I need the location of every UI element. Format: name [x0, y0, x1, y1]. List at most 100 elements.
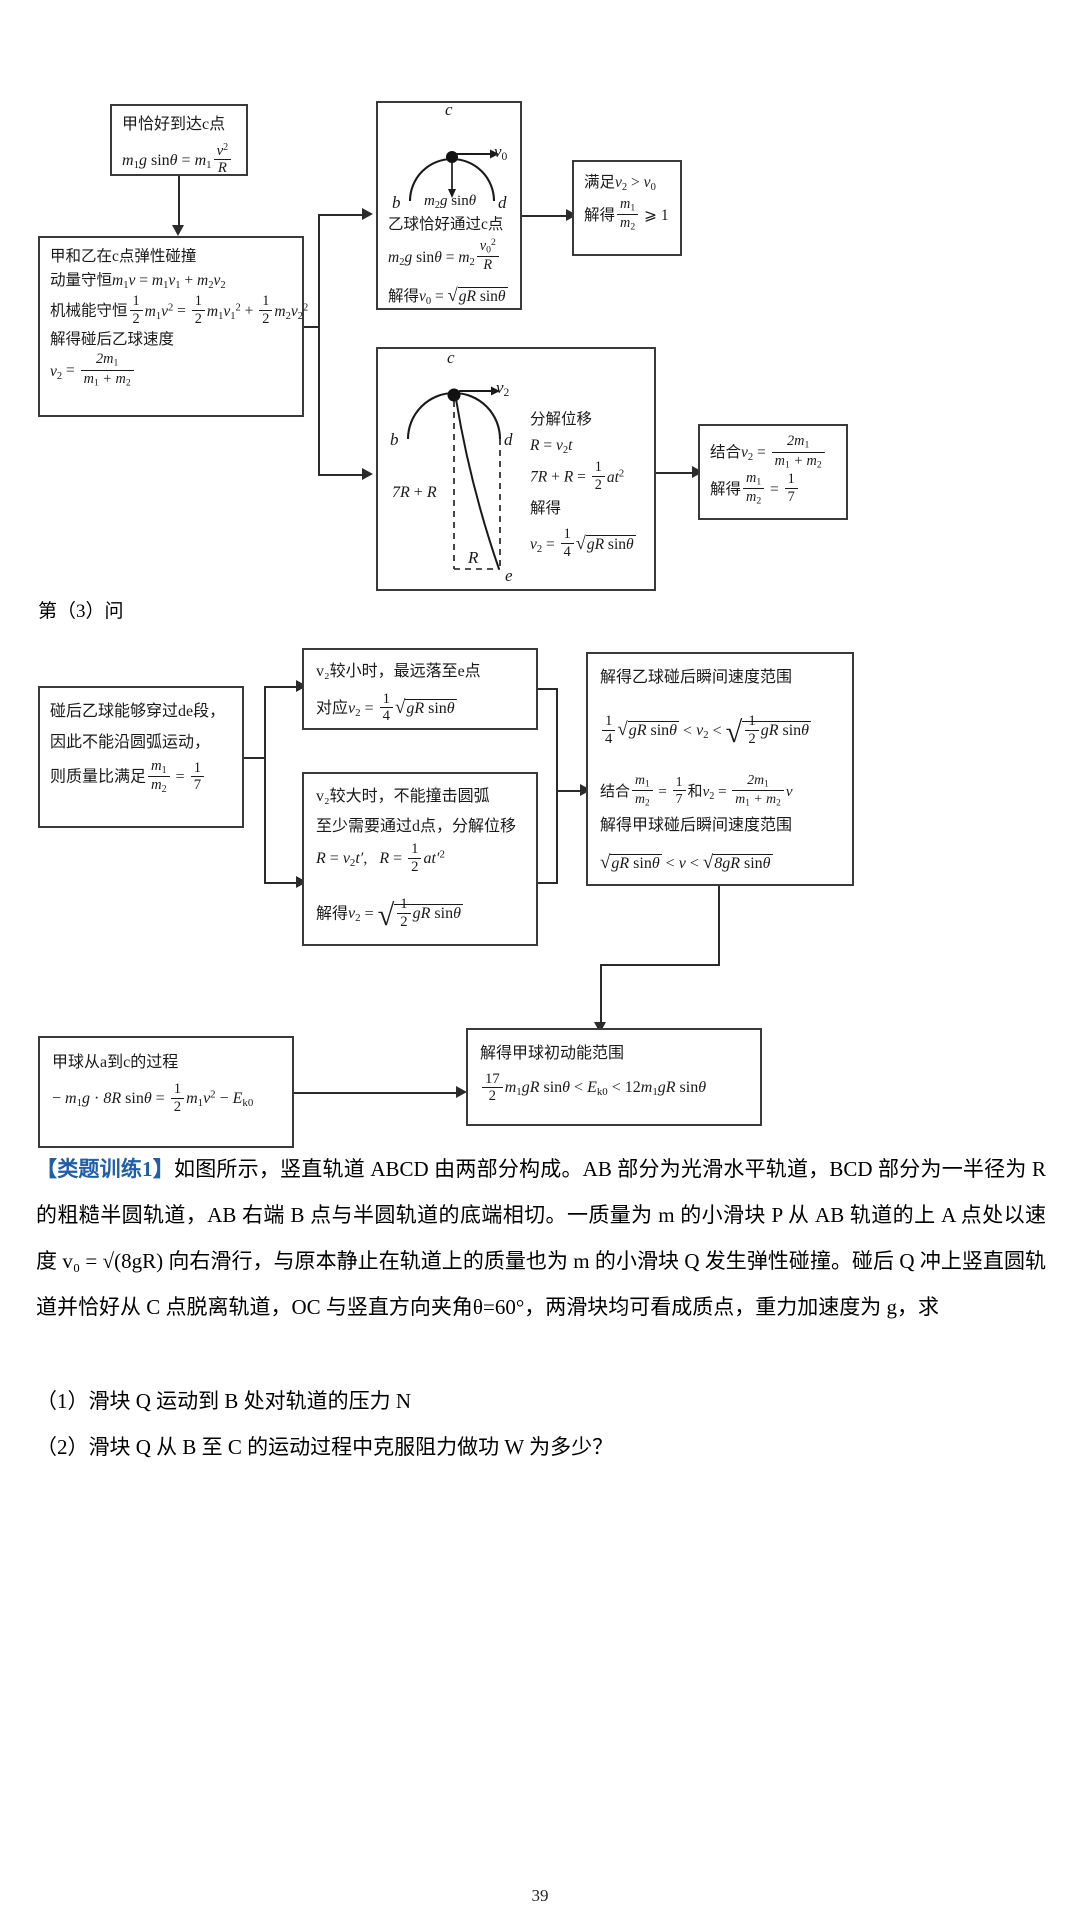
arrow-g-to-i	[296, 876, 307, 888]
connector-i-merge	[538, 882, 558, 884]
connector-g-trunk-v	[264, 686, 266, 884]
connector-b-trunk-h	[304, 326, 320, 328]
box-g-line2: 因此不能沿圆弧运动，	[50, 734, 211, 752]
label-v2-traj: v2	[496, 378, 510, 400]
label-gravity-component: m2g sinθ	[424, 193, 477, 211]
label-v0: v0	[494, 142, 508, 164]
box-j-line1: 解得乙球碰后瞬间速度范围	[600, 669, 793, 686]
label-point-b-traj: b	[390, 430, 399, 449]
connector-b-trunk-v	[318, 214, 320, 476]
box-c-line1: 乙球恰好通过c点	[388, 216, 504, 233]
connector-b-to-c	[318, 214, 366, 216]
connector-e-to-f	[656, 472, 696, 474]
label-point-c-top: c	[445, 100, 453, 119]
label-point-e-traj: e	[505, 566, 513, 585]
page-number: 39	[531, 1886, 549, 1905]
question-1-text: （1）滑块 Q 运动到 B 处对轨道的压力 N	[36, 1389, 412, 1413]
box-i-line1: v₂较大时，不能撞击圆弧	[316, 788, 490, 805]
connector-h-merge	[538, 688, 558, 690]
box-i-line2: 至少需要通过d点，分解位移	[316, 817, 517, 835]
label-height-7r-plus-r: 7R + R	[392, 484, 437, 501]
arrow-g-to-h	[296, 680, 307, 692]
label-point-b-top: b	[392, 193, 401, 212]
problem-question-1: （1）滑块 Q 运动到 B 处对轨道的压力 N	[36, 1378, 1046, 1424]
problem-paragraph: 【类题训练1】如图所示，竖直轨道 ABCD 由两部分构成。AB 部分为光滑水平轨…	[36, 1146, 1046, 1330]
box-b-momentum: 动量守恒m1v = m1v1 + m2v2	[50, 272, 226, 291]
connector-a-to-b	[178, 176, 180, 229]
problem-body: 如图所示，竖直轨道 ABCD 由两部分构成。AB 部分为光滑水平轨道，BCD 部…	[36, 1157, 1047, 1319]
connector-hi-merge-v	[556, 688, 558, 884]
box-j-line4: 解得甲球碰后瞬间速度范围	[600, 817, 793, 835]
box-l-line1: 解得甲球初动能范围	[480, 1045, 625, 1062]
flow-box-projectile-decomposition: c v2 b d e 7R + R R 分解位移 R = v2t 7R + R …	[376, 347, 656, 591]
box-a-line1: 甲恰好到达c点	[122, 116, 226, 133]
box-e-line1: 分解位移	[530, 411, 593, 428]
connector-merge-to-j	[556, 790, 584, 792]
box-b-line1: 甲和乙在c点弹性碰撞	[50, 248, 197, 265]
arrow-a-to-b	[172, 225, 184, 236]
problem-question-2: （2）滑块 Q 从 B 至 C 的运动过程中克服阻力做功 W 为多少？	[36, 1424, 1046, 1470]
section-label-q3: 第（3）问	[38, 601, 124, 622]
diagram-semicircle-v0: c v0 b d m2g sinθ	[386, 100, 514, 212]
connector-k-to-l	[294, 1092, 460, 1094]
connector-g-to-h	[264, 686, 300, 688]
label-point-d-traj: d	[504, 430, 513, 449]
arrow-b-to-e	[362, 468, 373, 480]
label-point-d-top: d	[498, 193, 507, 212]
box-e-line4: 解得	[530, 499, 562, 517]
connector-c-to-d	[522, 215, 570, 217]
box-j-range2: √gR sinθ < v < √8gR sinθ	[600, 851, 773, 873]
box-b-line4: 解得碰后乙球速度	[50, 331, 175, 349]
connector-b-to-e	[318, 474, 366, 476]
connector-j-to-l-v1	[718, 886, 720, 966]
box-d-line1: 满足v2 > v0	[584, 174, 656, 193]
connector-j-to-l-h	[600, 964, 720, 966]
arrow-merge-to-j	[580, 784, 591, 796]
box-e-eq1: R = v2t	[530, 437, 573, 457]
arrow-e-to-f	[692, 466, 703, 478]
flow-box-yi-passes-c: c v0 b d m2g sinθ 乙球恰好通过c点 m2g sinθ = m2…	[376, 100, 522, 310]
label-point-c-traj: c	[447, 348, 455, 367]
box-c-eq2: 解得v0 = √gR sinθ	[388, 284, 508, 307]
box-g-line1: 碰后乙球能够穿过de段，	[50, 703, 226, 720]
arrow-k-to-l	[456, 1086, 467, 1098]
question-2-text: （2）滑块 Q 从 B 至 C 的运动过程中克服阻力做功 W 为多少？	[36, 1435, 614, 1459]
box-h-line1: v₂较小时，最远落至e点	[316, 663, 481, 680]
arrow-c-to-d	[566, 209, 577, 221]
connector-g-to-i	[264, 882, 300, 884]
connector-j-to-l-v2	[600, 964, 602, 1026]
problem-tag: 【类题训练1】	[36, 1157, 174, 1181]
label-radius-r: R	[468, 548, 479, 567]
problem-statement: 【类题训练1】如图所示，竖直轨道 ABCD 由两部分构成。AB 部分为光滑水平轨…	[36, 1146, 1046, 1330]
arrow-j-to-l	[594, 1022, 606, 1033]
flow-box-v2-large-case: v₂较大时，不能撞击圆弧 至少需要通过d点，分解位移 R = v2t′, R =…	[302, 772, 538, 946]
box-k-line1: 甲球从a到c的过程	[52, 1054, 179, 1071]
diagram-trajectory-bcde: c v2 b d e 7R + R R	[386, 348, 536, 585]
